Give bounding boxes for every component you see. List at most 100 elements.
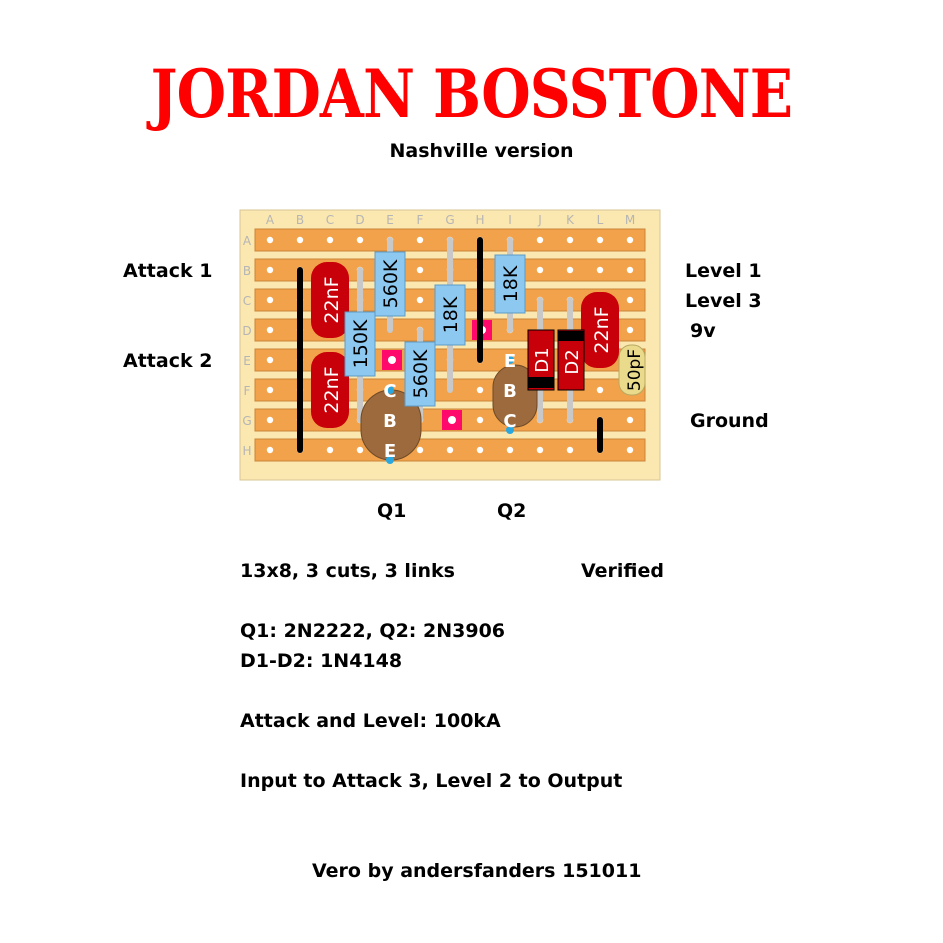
strip-hole <box>626 416 634 424</box>
page-title: JORDAN BOSSTONE <box>150 55 793 133</box>
diode-note: D1-D2: 1N4148 <box>240 650 403 672</box>
q1-emitter-pad <box>386 456 394 464</box>
column-label: J <box>537 213 542 227</box>
strip-hole <box>446 446 454 454</box>
cap-22nf-1-label: 22nF <box>321 276 343 323</box>
label-level-3: Level 3 <box>685 290 762 312</box>
strip-hole <box>416 296 424 304</box>
row-label: G <box>242 414 251 428</box>
strip-hole <box>566 446 574 454</box>
strip-hole <box>296 236 304 244</box>
resistor-18k-2 <box>494 254 526 314</box>
label-9v: 9v <box>690 320 716 342</box>
row-label: H <box>242 444 251 458</box>
column-label: B <box>296 213 304 227</box>
column-label: M <box>625 213 635 227</box>
capacitor-22nf-3 <box>581 292 619 368</box>
column-label: A <box>266 213 275 227</box>
label-q1: Q1 <box>377 500 407 522</box>
strip-hole <box>626 236 634 244</box>
row-label: D <box>242 324 251 338</box>
strip-hole <box>476 446 484 454</box>
strip-hole <box>536 266 544 274</box>
strip-hole <box>626 266 634 274</box>
strip-hole <box>416 236 424 244</box>
q1-pin-e: E <box>384 441 396 462</box>
strip-hole <box>506 446 514 454</box>
strip-hole <box>626 446 634 454</box>
strip-hole <box>266 266 274 274</box>
resistor-18k-1 <box>434 284 466 346</box>
column-label: I <box>508 213 512 227</box>
column-label: C <box>326 213 334 227</box>
d1-label: D1 <box>532 347 553 372</box>
column-label: G <box>445 213 454 227</box>
q1-pin-c: C <box>383 381 396 402</box>
strip-hole <box>356 446 364 454</box>
r-560k-2-label: 560K <box>410 349 432 398</box>
resistor-150k <box>344 311 376 377</box>
page-subtitle: Nashville version <box>389 140 574 162</box>
r-150k-label: 150K <box>350 319 372 368</box>
cap-22nf-3-label: 22nF <box>591 306 613 353</box>
strip-hole <box>356 236 364 244</box>
row-label: F <box>244 384 251 398</box>
q2-pin-c: C <box>503 411 516 432</box>
cut-hole <box>448 416 456 424</box>
strip-hole <box>536 236 544 244</box>
strip-hole <box>476 416 484 424</box>
q1-collector-pad <box>386 386 394 394</box>
verified-note: Verified <box>581 560 665 582</box>
d2-label: D2 <box>562 349 583 374</box>
r-18k-1-label: 18K <box>440 296 462 333</box>
column-label: E <box>386 213 394 227</box>
strip-hole <box>566 266 574 274</box>
pot-note: Attack and Level: 100kA <box>240 710 501 732</box>
strip-hole <box>266 356 274 364</box>
diode-d1-band <box>528 377 554 388</box>
strip-hole <box>596 266 604 274</box>
strip-hole <box>326 236 334 244</box>
strip-hole <box>416 446 424 454</box>
label-level-1: Level 1 <box>685 260 762 282</box>
column-label: D <box>355 213 364 227</box>
label-q2: Q2 <box>497 500 527 522</box>
credit-note: Vero by andersfanders 151011 <box>312 860 642 882</box>
label-ground: Ground <box>690 410 769 432</box>
strip-hole <box>596 236 604 244</box>
column-label: H <box>475 213 484 227</box>
strip-hole <box>626 326 634 334</box>
row-label: E <box>243 354 251 368</box>
capacitor-22nf-1 <box>311 262 349 338</box>
q2-pin-e: E <box>504 351 516 372</box>
cut-hole <box>388 356 396 364</box>
strip-hole <box>626 296 634 304</box>
resistor-560k-2 <box>404 341 436 407</box>
strip-hole <box>596 386 604 394</box>
label-attack-1: Attack 1 <box>123 260 213 282</box>
strip-hole <box>416 266 424 274</box>
q1-pin-b: B <box>383 411 397 432</box>
diode-d2-band <box>558 331 584 341</box>
q2-collector-pad <box>506 426 514 434</box>
strip-hole <box>266 416 274 424</box>
capacitor-22nf-2 <box>311 352 349 428</box>
row-label: C <box>243 294 251 308</box>
column-label: L <box>597 213 604 227</box>
strip-hole <box>566 236 574 244</box>
r-18k-2-label: 18K <box>500 265 522 302</box>
strip-hole <box>266 296 274 304</box>
column-label: K <box>566 213 575 227</box>
board-size-note: 13x8, 3 cuts, 3 links <box>240 560 455 582</box>
strip-hole <box>476 386 484 394</box>
strip-hole <box>266 446 274 454</box>
column-label: F <box>417 213 424 227</box>
io-note: Input to Attack 3, Level 2 to Output <box>240 770 623 792</box>
capacitor-50pf <box>618 344 646 396</box>
transistor-q2-body <box>492 364 538 428</box>
strip-hole <box>266 386 274 394</box>
q2-pin-b: B <box>503 381 517 402</box>
strip-hole <box>266 236 274 244</box>
strip-hole <box>536 446 544 454</box>
